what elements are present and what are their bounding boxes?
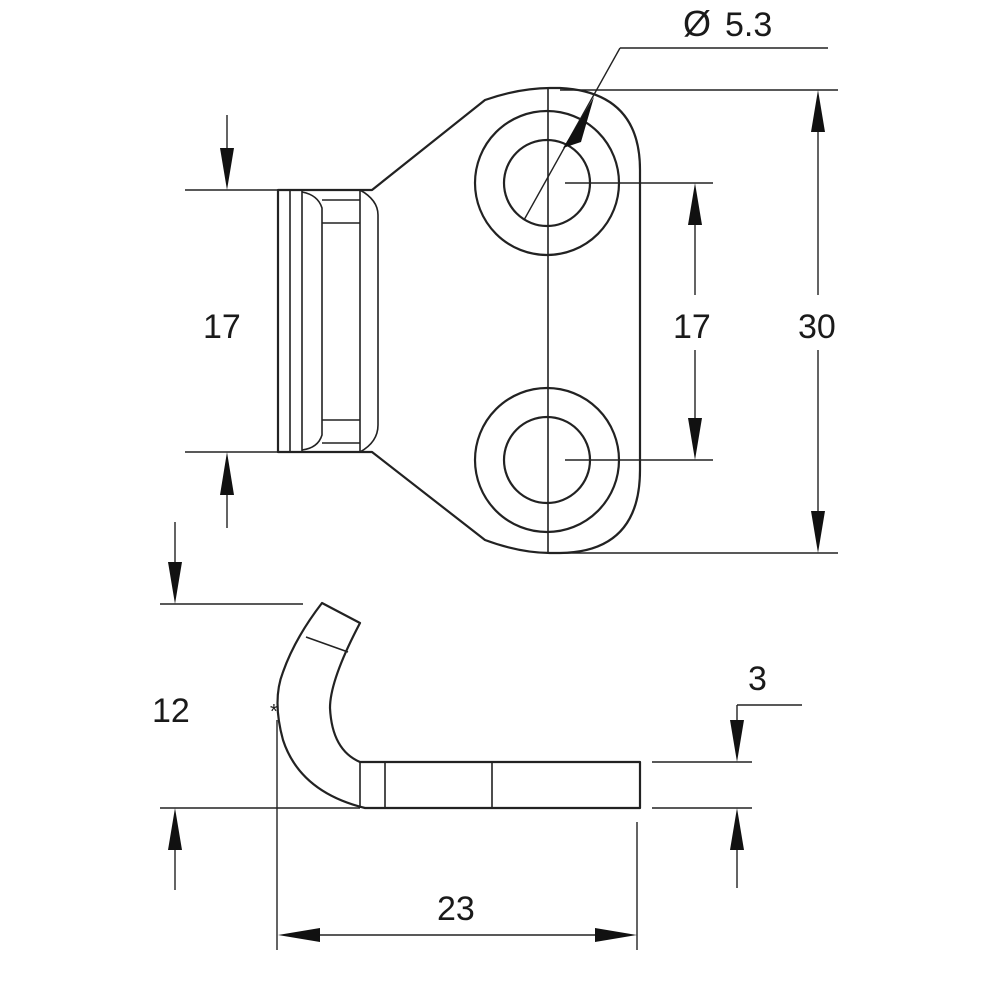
hook-outline (276, 601, 642, 810)
dim-thickness: 3 (652, 660, 802, 888)
side-view: * (270, 601, 642, 810)
hook-tip-line (305, 636, 349, 653)
dim-hole-spacing: 17 (565, 182, 713, 461)
tab-width-label: 17 (203, 308, 241, 346)
length-label: 23 (437, 890, 475, 928)
dim-overall-height: 30 (560, 89, 838, 554)
diameter-value: 5.3 (725, 6, 772, 44)
top-view (276, 86, 642, 555)
tab-bend-line (359, 189, 379, 453)
thickness-label: 3 (748, 660, 767, 698)
dim-tab-width: 17 (185, 115, 278, 528)
overall-height-label: 30 (798, 308, 836, 346)
diameter-symbol: Ø (683, 3, 711, 44)
dim-hole-diameter: Ø 5.3 (523, 3, 828, 221)
origin-marker-icon: * (270, 701, 278, 723)
dim-hook-height: 12 (152, 522, 360, 890)
tab-bend-face (301, 191, 323, 451)
dim-length: 23 (276, 720, 638, 950)
hole-spacing-label: 17 (673, 308, 711, 346)
plate-outline (276, 86, 642, 555)
hook-height-label: 12 (152, 692, 190, 730)
